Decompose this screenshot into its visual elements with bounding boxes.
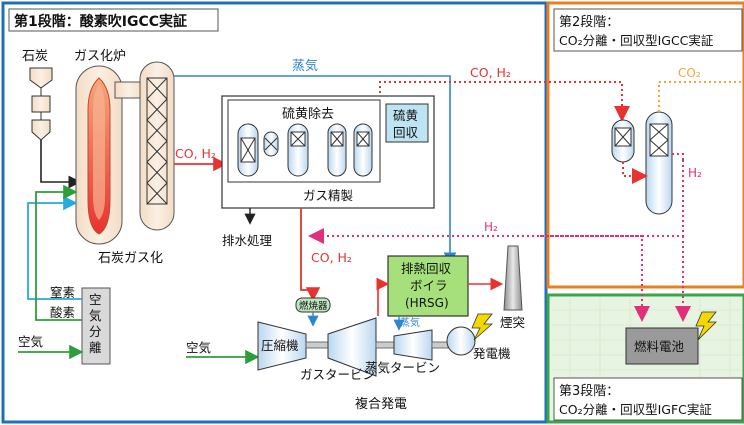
nitrogen-line: [27, 195, 82, 300]
stage1-title-box: [8, 8, 219, 32]
gas-turbine: [327, 317, 377, 377]
gas-to-fuel-cell: [540, 235, 650, 322]
h2-right-label: H₂: [688, 166, 702, 180]
co2-line: [658, 81, 742, 112]
nitrogen-label: 窒素: [50, 285, 75, 300]
coal-gasification-label: 石炭ガス化: [98, 251, 163, 266]
steam-turbine-label: 蒸気タービン: [365, 360, 440, 375]
wastewater-label: 排水処理: [222, 233, 273, 248]
hrsg-label-2: ボイラ: [410, 278, 448, 293]
desulfurization-vessels: [237, 123, 373, 177]
co-h2-mid-label: CO, H₂: [175, 146, 216, 161]
h2-stage2-line: [672, 153, 684, 160]
oxygen-label: 酸素: [50, 305, 75, 320]
h2-middle-label: H₂: [484, 220, 498, 234]
fuel-cell-label: 燃料電池: [634, 339, 685, 354]
stage2-absorber: [645, 111, 673, 215]
co-h2-top-label: CO, H₂: [470, 65, 511, 80]
air-bottom-label: 空気: [186, 340, 211, 355]
steam-line-top: [174, 75, 457, 266]
stage2-title-line1: 第2段階：: [559, 15, 619, 30]
hrsg-label-3: (HRSG): [405, 296, 449, 310]
stage1-title: 第1段階：酸素吹IGCC実証: [14, 13, 187, 30]
fuel-cell: [625, 327, 699, 365]
steam-turbine: [393, 329, 433, 361]
gasifier-connector: [114, 81, 144, 99]
stage2-title-line2: CO₂分離・回収型IGCC実証: [559, 33, 714, 48]
generator-label: 発電機: [473, 346, 511, 361]
gt-exhaust-line: [376, 277, 390, 316]
compressor-label: 圧縮機: [261, 338, 299, 353]
stage2-title-box: [553, 8, 743, 52]
combined-cycle-label: 複合発電: [355, 396, 407, 412]
asu-label-1: 空: [89, 292, 102, 307]
air-separation-unit: [81, 287, 111, 365]
sulfur-recovery-box: [385, 103, 429, 143]
coal-feed-line: [40, 140, 82, 189]
gas-cleanup-label: ガス精製: [303, 188, 353, 203]
gasifier-label: ガス化炉: [74, 49, 126, 64]
stage3-title-box: [553, 377, 743, 421]
hrsg-box: [387, 255, 469, 317]
generator-bolt-icon: [471, 313, 494, 341]
steam-small-label: 蒸気: [400, 316, 420, 329]
combustor-label: 燃焼器: [299, 300, 328, 312]
st-shaft: [431, 341, 449, 349]
stack-label: 煙突: [500, 315, 525, 330]
coal-hopper: [29, 67, 53, 141]
desulfurization-label: 硫黄除去: [282, 107, 334, 122]
fuel-cell-bolt-icon: [695, 311, 717, 341]
stage3-title-line2: CO₂分離・回収型IGFC実証: [559, 402, 712, 417]
co-h2-down-label: CO, H₂: [311, 250, 352, 265]
cooler-internals: [146, 77, 168, 205]
sulfur-recovery-label-1: 硫黄: [393, 108, 418, 123]
hrsg-label-1: 排熱回収: [401, 261, 452, 276]
air-left-label: 空気: [18, 334, 43, 349]
syngas-cooler: [139, 61, 175, 231]
asu-label-2: 気: [89, 308, 102, 323]
co-h2-to-stage2: [379, 81, 630, 122]
sulfur-recovery-label-2: 回収: [393, 125, 419, 140]
stack: [503, 245, 523, 311]
co2-label: CO₂: [678, 66, 701, 80]
gt-shaft-2: [375, 341, 395, 349]
stage1-frame: [1, 1, 548, 424]
asu-label-4: 離: [89, 340, 102, 355]
oxygen-line: [35, 184, 82, 321]
generator: [446, 326, 476, 356]
stage2-frame: [546, 1, 744, 289]
compressor: [257, 321, 307, 371]
stage2-transfer-line: [622, 162, 648, 184]
asu-label-3: 分: [89, 324, 102, 339]
steam-top-label: 蒸気: [292, 58, 318, 74]
gas-turbine-label: ガスタービン: [300, 367, 375, 382]
gt-shaft-1: [305, 341, 329, 349]
stage2-reactor-small: [611, 119, 635, 163]
coal-label: 石炭: [22, 49, 48, 64]
stage3-title-line1: 第3段階：: [559, 384, 619, 399]
co-h2-down-line: [300, 208, 321, 302]
